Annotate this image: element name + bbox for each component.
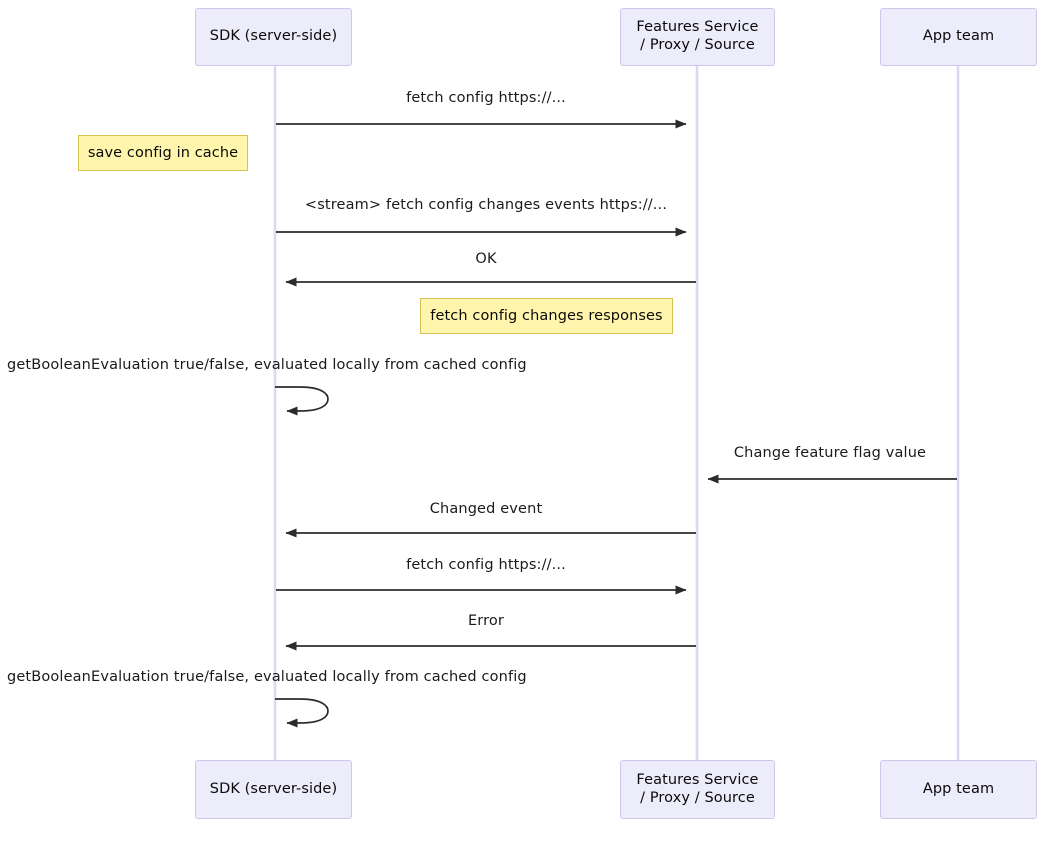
self-message-loops [275,386,329,728]
message-label-m5: Change feature flag value [733,445,927,461]
participant-box-app-top[interactable]: App team [880,8,1037,66]
participant-box-features-bottom[interactable]: Features Service / Proxy / Source [620,760,775,819]
message-label-m1: fetch config https://... [406,90,566,106]
participant-box-sdk-top[interactable]: SDK (server-side) [195,8,352,66]
message-label-m8: Error [467,613,505,629]
message-label-m6: Changed event [429,501,543,517]
message-arrows [276,119,957,651]
self-loop-m9 [275,698,329,728]
message-label-m7: fetch config https://... [406,557,566,573]
participant-box-sdk-bottom[interactable]: SDK (server-side) [195,760,352,819]
message-label-m3: OK [475,251,497,267]
participant-box-app-bottom[interactable]: App team [880,760,1037,819]
self-loop-m4 [275,386,329,416]
note-save-config-in-cache[interactable]: save config in cache [78,135,248,171]
participant-box-features-top[interactable]: Features Service / Proxy / Source [620,8,775,66]
message-label-m4: getBooleanEvaluation true/false, evaluat… [7,357,527,373]
message-label-m2: <stream> fetch config changes events htt… [304,197,668,213]
message-label-m9: getBooleanEvaluation true/false, evaluat… [7,669,527,685]
note-fetch-config-changes-responses[interactable]: fetch config changes responses [420,298,673,334]
lifelines [273,66,960,760]
